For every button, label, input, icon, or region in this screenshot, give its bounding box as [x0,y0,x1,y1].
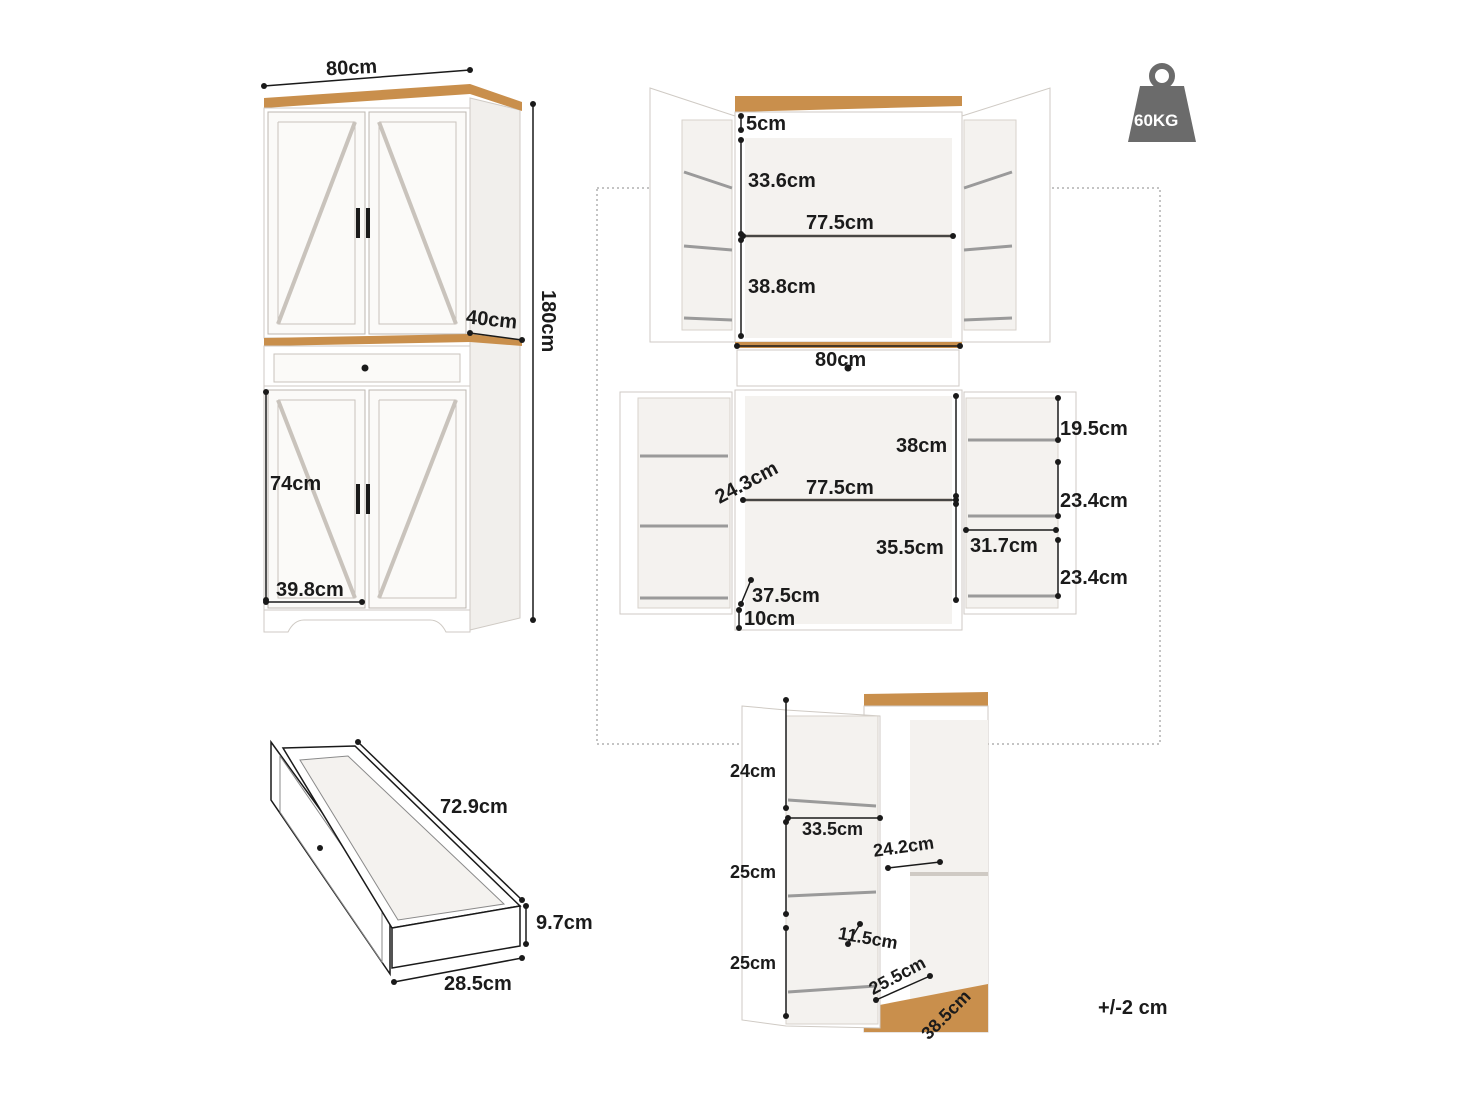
door-rack-2-label: 23.4cm [1060,490,1128,512]
weight-icon [1128,63,1196,142]
lower-left-door-brace [276,399,357,599]
lower-shelf-width-label: 77.5cm [806,477,874,499]
cabinet-depth-label: 40cm [464,306,519,334]
lower-upper-height-label: 38cm [896,435,948,457]
lower-right-door-frame [378,399,457,599]
lower-lower-height-label: 35.5cm [876,537,944,559]
drawer-knob [361,364,369,372]
drawer-detail [270,739,529,985]
cabinet-top [264,84,522,111]
lower-width-label: 39.8cm [276,579,344,601]
cabinet-width-label: 80cm [325,55,378,81]
tolerance-note: +/-2 cm [1098,997,1168,1019]
upper-handle-left [356,208,360,238]
open-middle [735,342,962,348]
open-lower-back [745,396,952,624]
lower-door-height-label: 74cm [270,473,322,495]
weight-label: 60KG [1134,111,1179,130]
side-rack-3-label: 25cm [730,953,777,973]
base-height-label: 10cm [744,608,796,630]
side-bottom [864,984,988,1032]
side-rack-2-label: 25cm [730,862,777,882]
bottom-depth-label: 37.5cm [752,585,820,607]
cabinet-height-label: 180cm [537,290,559,353]
upper-handle-right [366,208,370,238]
drawer-width-label: 80cm [815,349,867,371]
dim-width-line [261,67,473,89]
upper-left-door-frame [277,121,356,325]
door-rack-width-label: 31.7cm [970,535,1038,557]
upper-left-door-brace [276,121,357,325]
lower-handle-left [356,484,360,514]
drawer-length-label: 72.9cm [440,796,508,818]
upper-shelf-width-label: 77.5cm [806,212,874,234]
side-rack-1-label: 24cm [730,761,777,781]
open-upper-left-rack [681,119,733,331]
drawer-depth-label: 28.5cm [444,973,512,995]
cabinet-base [263,609,471,633]
lower-handle-right [366,484,370,514]
door-rack-3-label: 23.4cm [1060,567,1128,589]
open-top [735,96,962,112]
upper-shelf-bottom-label: 38.8cm [748,276,816,298]
cabinet-side [469,97,521,631]
side-rack-width-label: 33.5cm [802,819,864,839]
side-detail [741,692,989,1033]
top-gap-label: 5cm [746,113,787,135]
cabinet-middle-top [264,334,522,346]
door-rack-1-label: 19.5cm [1060,418,1128,440]
dim-depth-line [467,330,525,343]
open-cabinet [619,87,1077,631]
closed-cabinet [261,67,536,633]
drawer-height-label: 9.7cm [536,912,593,934]
upper-right-door-brace [377,121,458,325]
upper-shelf-top-label: 33.6cm [748,170,816,192]
open-upper-right-rack [963,119,1017,331]
lower-right-door-brace [377,399,458,599]
